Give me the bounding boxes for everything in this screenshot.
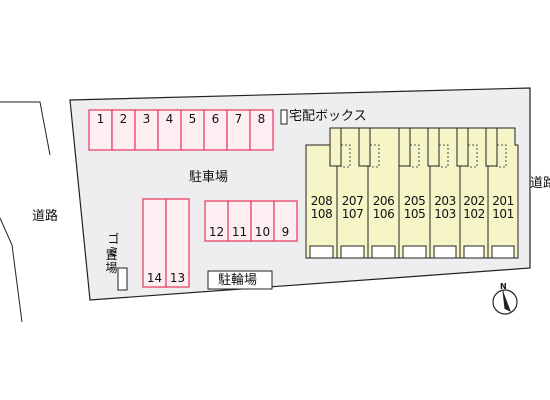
unit-lower-number: 103 — [434, 207, 456, 222]
bicycle-parking-box — [207, 270, 273, 290]
parking-middle-row — [204, 200, 298, 242]
parking-slot-number: 13 — [169, 271, 186, 285]
parking-slot-number: 8 — [257, 112, 266, 126]
unit-upper-number: 205 — [403, 194, 426, 208]
unit-upper-number: 207 — [341, 194, 364, 208]
balcony-notch — [329, 127, 342, 167]
parking-slot — [249, 109, 274, 151]
parking-slot-number: 1 — [96, 112, 105, 126]
balcony-dashed-outline — [409, 144, 420, 168]
unit-entrance — [491, 245, 515, 259]
road-label-left: 道路 — [32, 209, 59, 224]
unit-lower-number: 101 — [492, 207, 514, 222]
garbage-label-line1: ゴミ — [107, 232, 120, 259]
parking-slot-number: 7 — [234, 112, 243, 126]
parking-slot — [273, 200, 298, 242]
parking-slot-number: 14 — [146, 271, 163, 285]
parking-label: 駐車場 — [189, 170, 229, 185]
parking-top-row — [88, 109, 274, 151]
parking-slot-number: 11 — [231, 225, 248, 239]
compass-icon — [492, 289, 518, 315]
balcony-notch — [398, 127, 411, 167]
parking-slot-number: 12 — [208, 225, 225, 239]
balcony-notch — [485, 127, 498, 167]
parking-slot-number: 2 — [119, 112, 128, 126]
parking-lower-row — [142, 198, 190, 288]
garbage-label-2: 置場 — [105, 249, 119, 274]
unit-lower-number: 108 — [310, 207, 333, 222]
unit-entrance — [371, 245, 396, 259]
unit-entrance — [309, 245, 334, 259]
delivery-box-label: 宅配ボックス — [289, 109, 367, 124]
unit-entrance — [340, 245, 365, 259]
balcony-dashed-outline — [438, 144, 449, 168]
parking-slot-number: 9 — [281, 225, 290, 239]
unit-entrance — [433, 245, 457, 259]
parking-slot-number: 3 — [142, 112, 151, 126]
unit-upper-number: 201 — [492, 194, 514, 208]
bicycle-parking-label: 駐輪場 — [218, 273, 258, 288]
parking-slot-number: 4 — [165, 112, 174, 126]
unit-entrances — [309, 245, 515, 259]
road-label-right: 道路 — [530, 176, 550, 191]
garbage-area-box — [117, 267, 128, 291]
balcony-notch — [456, 127, 469, 167]
road-edge-left-lower — [0, 217, 23, 323]
balcony-dashed-outline — [369, 144, 380, 168]
parking-slot-number: 5 — [188, 112, 197, 126]
balcony-dashed-outline — [467, 144, 478, 168]
parking-slot-number: 10 — [254, 225, 271, 239]
road-edge-left-upper — [0, 101, 51, 156]
unit-upper-number: 203 — [434, 194, 456, 208]
balcony-notch — [427, 127, 440, 167]
parking-slot — [165, 198, 190, 288]
unit-upper-number: 206 — [372, 194, 395, 208]
parking-slot-number: 6 — [211, 112, 220, 126]
unit-entrance — [402, 245, 427, 259]
unit-upper-number: 208 — [310, 194, 333, 208]
garbage-label: ゴミ — [107, 233, 121, 258]
compass-north-label: N — [500, 282, 507, 291]
unit-lower-number: 107 — [341, 207, 364, 222]
balcony-dashed-outline — [496, 144, 507, 168]
unit-upper-number: 202 — [463, 194, 485, 208]
balcony-notches — [329, 127, 507, 168]
balcony-dashed-outline — [340, 144, 351, 168]
unit-lower-number: 106 — [372, 207, 395, 222]
balcony-notch — [358, 127, 371, 167]
unit-entrance — [463, 245, 485, 259]
unit-lower-number: 102 — [463, 207, 485, 222]
unit-lower-number: 105 — [403, 207, 426, 222]
garbage-label-line2: 置場 — [105, 248, 118, 275]
delivery-box-icon — [280, 109, 288, 125]
